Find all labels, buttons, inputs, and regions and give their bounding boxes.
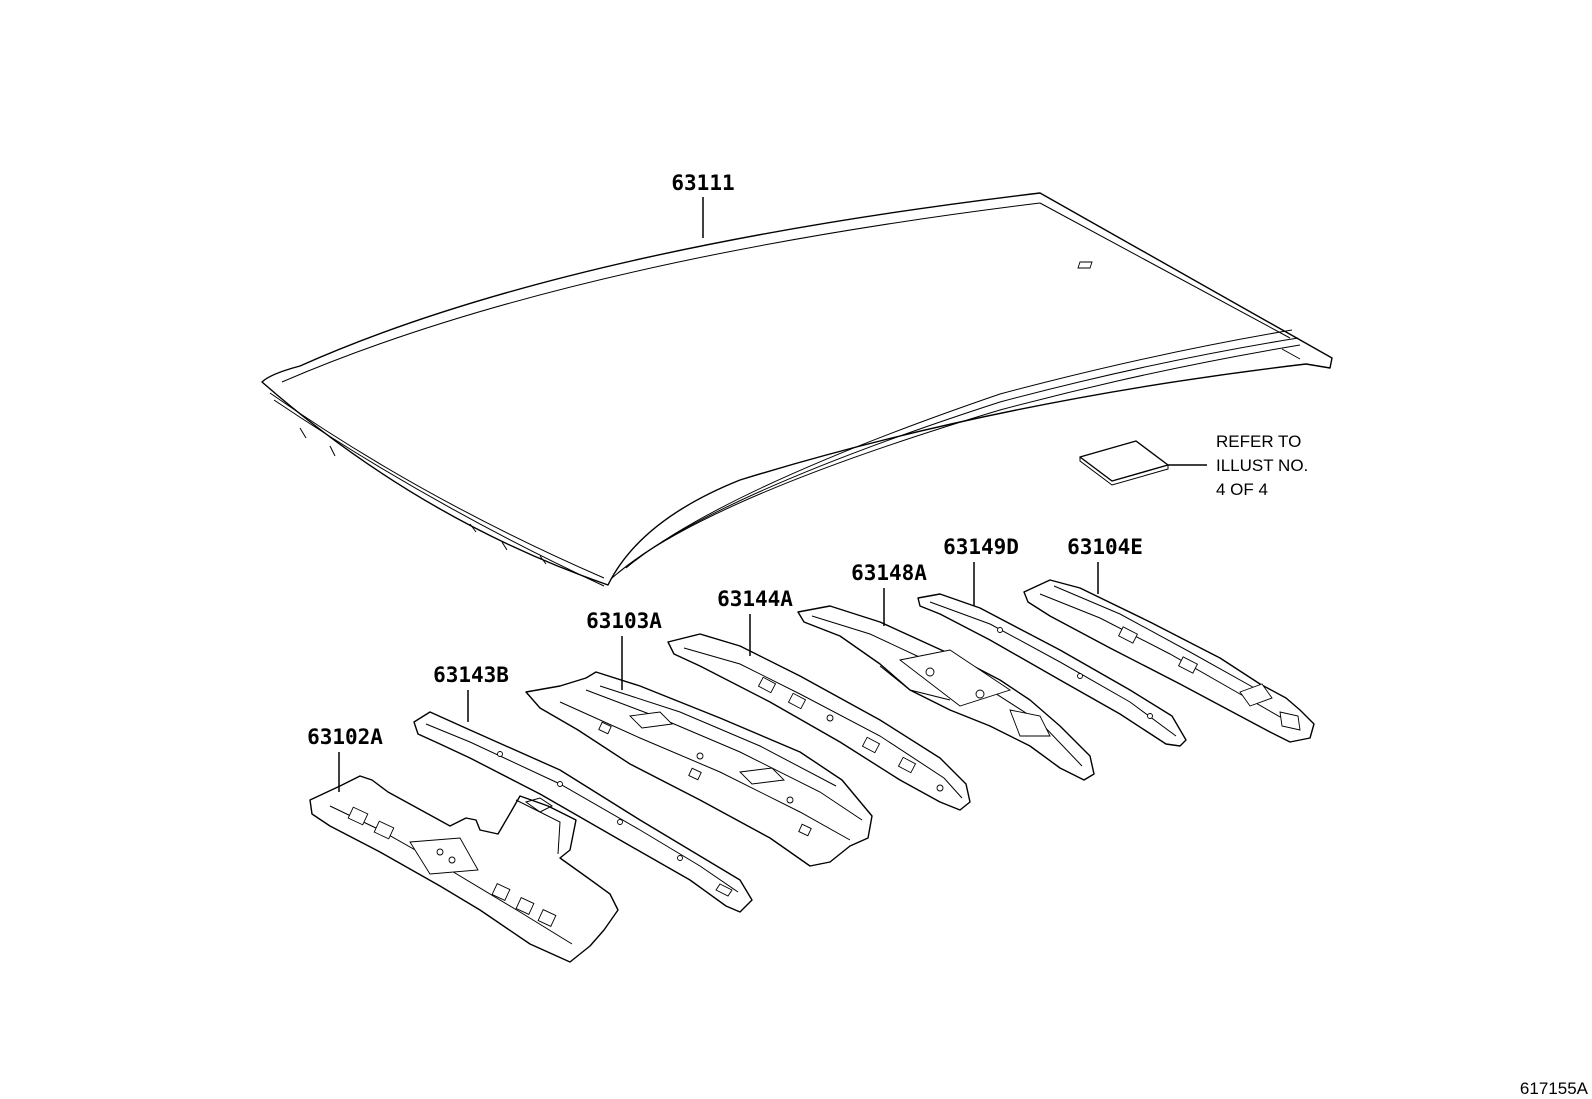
part-label-reinforcement-center-2: 63148A (851, 561, 927, 585)
part-label-front-header-panel: 63102A (307, 725, 383, 749)
part-label-reinforcement-rear-1: 63149D (943, 535, 1019, 559)
rear-header-panel[interactable] (1023, 579, 1315, 743)
reinforcement-center-1[interactable] (667, 633, 971, 811)
note-line-1: REFER TO (1216, 432, 1301, 451)
leader-lines (338, 197, 1099, 792)
refer-note: REFER TO ILLUST NO. 4 OF 4 (1216, 432, 1308, 499)
note-line-3: 4 OF 4 (1216, 480, 1268, 499)
note-line-2: ILLUST NO. (1216, 456, 1308, 475)
reinforcement-rear-1[interactable] (917, 593, 1187, 747)
part-label-roof-panel-reinforcement: 63103A (586, 609, 662, 633)
roof-panel[interactable] (261, 192, 1333, 587)
roof-panel-reinforcement[interactable] (525, 671, 873, 867)
part-label-rear-header-panel: 63104E (1067, 535, 1143, 559)
front-header-panel[interactable] (309, 775, 619, 963)
refer-pad (1079, 440, 1207, 486)
part-label-reinforcement-center-1: 63144A (717, 587, 793, 611)
part-label-roof-panel: 63111 (671, 171, 734, 195)
part-label-reinforcement-front: 63143B (433, 663, 509, 687)
illustration-code: 617155A (1520, 1079, 1589, 1098)
reinforcement-center-2[interactable] (797, 605, 1095, 781)
reinforcement-front[interactable] (413, 711, 753, 913)
